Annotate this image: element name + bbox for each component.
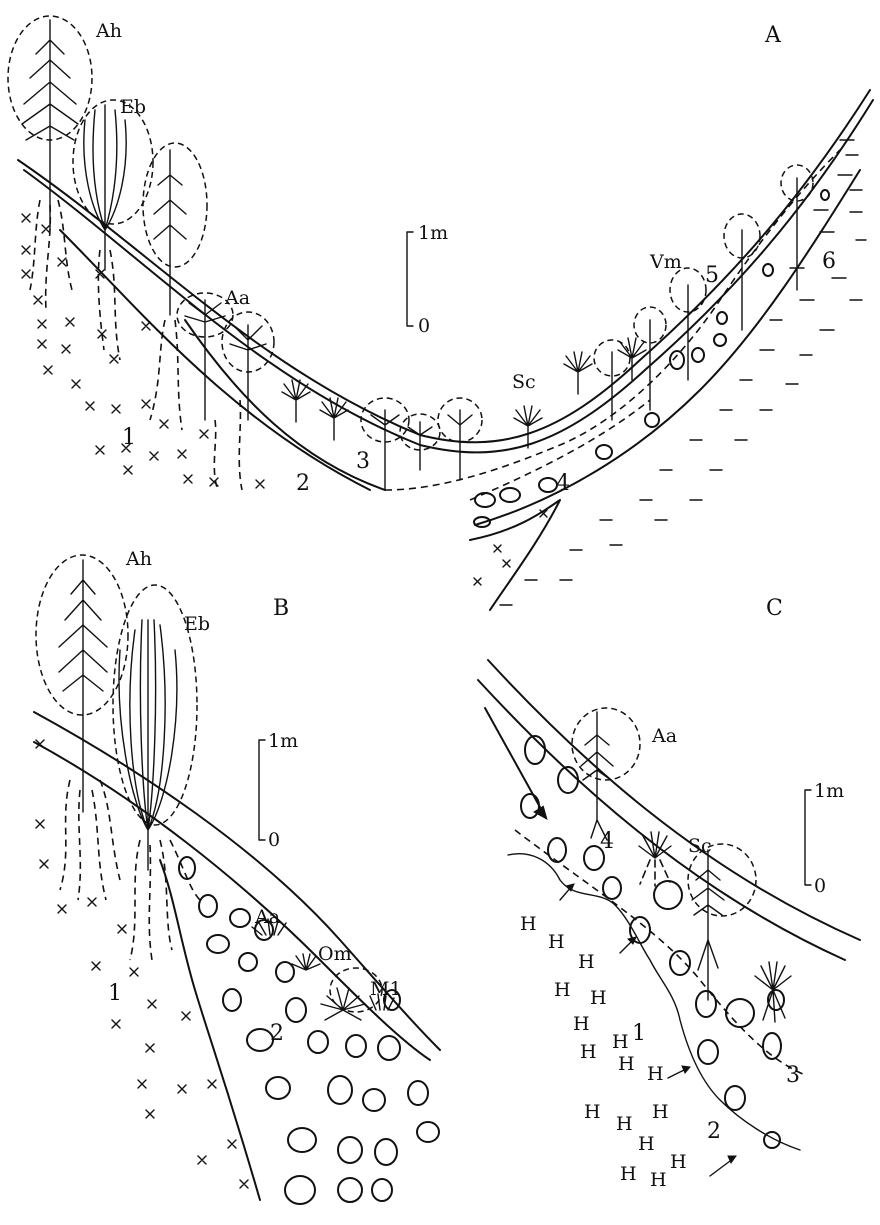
- panel-c-scale-top: 1m: [814, 780, 844, 802]
- label-eb: Eb: [120, 96, 146, 118]
- label-b-aa: Aa: [254, 906, 280, 928]
- panel-b-unit-label-1: 1: [108, 981, 122, 1006]
- panel-b-unit-label-2: 2: [270, 1021, 284, 1046]
- label-vm: Vm: [649, 251, 682, 273]
- svg-text:H: H: [584, 1101, 601, 1123]
- panel-b-scale-bar: 1m 0: [259, 730, 298, 851]
- panel-c-title: C: [766, 596, 783, 621]
- panel-a-title: A: [764, 23, 782, 48]
- svg-text:H: H: [638, 1133, 655, 1155]
- svg-text:H: H: [548, 931, 565, 953]
- plant-b-eb: [113, 585, 200, 960]
- panel-a-surface-line-2: [24, 100, 873, 452]
- label-b-eb: Eb: [184, 613, 210, 635]
- panel-c-h-marks: H H H H H H H H H H H H H H H H H: [520, 913, 687, 1191]
- plant-ah-2: [143, 143, 207, 430]
- panel-c-flow-arrows: [485, 708, 736, 1176]
- plant-ah: [8, 16, 92, 310]
- svg-text:H: H: [520, 913, 537, 935]
- svg-text:H: H: [618, 1053, 635, 1075]
- plant-sc-row: [282, 338, 646, 448]
- panel-c: C H H H H H H H H H H H: [478, 596, 860, 1191]
- panel-a-scale-top: 1m: [418, 222, 448, 244]
- plant-c-sc: [639, 832, 671, 886]
- panel-a-scale-bar: 1m 0: [407, 222, 448, 337]
- label-ah: Ah: [95, 20, 122, 42]
- panel-b-crosses: [36, 740, 248, 1188]
- panel-c-scale-bottom: 0: [814, 875, 826, 897]
- panel-c-unit-label-1: 1: [632, 1021, 646, 1046]
- panel-a-scale-bottom: 0: [418, 315, 430, 337]
- label-b-ah: Ah: [125, 548, 152, 570]
- unit-label-6: 6: [822, 249, 836, 274]
- label-c-sc: Sc: [688, 835, 712, 857]
- label-sc: Sc: [512, 371, 536, 393]
- panel-c-surface-line: [488, 660, 860, 940]
- panel-a-dashes: [500, 140, 866, 605]
- plant-c-sc-2: [755, 962, 791, 1022]
- panel-a-boundary-4: [475, 170, 860, 525]
- svg-text:H: H: [647, 1063, 664, 1085]
- svg-text:H: H: [554, 979, 571, 1001]
- unit-label-3: 3: [356, 449, 370, 474]
- unit-label-4: 4: [556, 471, 570, 496]
- panel-b-scale-bottom: 0: [268, 829, 280, 851]
- svg-text:H: H: [652, 1101, 669, 1123]
- panel-a: A: [8, 16, 873, 610]
- panel-b-title: B: [273, 596, 289, 621]
- svg-text:H: H: [670, 1151, 687, 1173]
- label-aa: Aa: [224, 287, 250, 309]
- panel-c-unit-label-4: 4: [600, 829, 614, 854]
- unit-label-2: 2: [296, 471, 310, 496]
- svg-text:H: H: [573, 1013, 590, 1035]
- label-c-aa: Aa: [651, 725, 677, 747]
- svg-text:H: H: [590, 987, 607, 1009]
- panel-a-stones: [474, 190, 829, 527]
- svg-text:H: H: [612, 1031, 629, 1053]
- plant-c-aa: [572, 708, 640, 840]
- plant-aa-b: [222, 312, 274, 420]
- panel-c-scale-bar: 1m 0: [805, 780, 844, 897]
- unit-label-5: 5: [705, 263, 719, 288]
- label-b-m1: M1: [370, 978, 402, 1000]
- svg-text:H: H: [616, 1113, 633, 1135]
- plant-b-om: [292, 954, 320, 970]
- label-b-om: Om: [318, 943, 352, 965]
- panel-c-unit-label-2: 2: [707, 1119, 721, 1144]
- panel-b: B: [34, 548, 440, 1204]
- panel-c-unit-label-3: 3: [786, 1063, 800, 1088]
- svg-text:H: H: [620, 1163, 637, 1185]
- panel-b-stones: [179, 857, 439, 1204]
- plant-b-ah: [36, 555, 128, 900]
- svg-text:H: H: [650, 1169, 667, 1191]
- svg-text:H: H: [578, 951, 595, 973]
- unit-label-1: 1: [122, 425, 136, 450]
- svg-text:H: H: [580, 1041, 597, 1063]
- panel-b-scale-top: 1m: [268, 730, 298, 752]
